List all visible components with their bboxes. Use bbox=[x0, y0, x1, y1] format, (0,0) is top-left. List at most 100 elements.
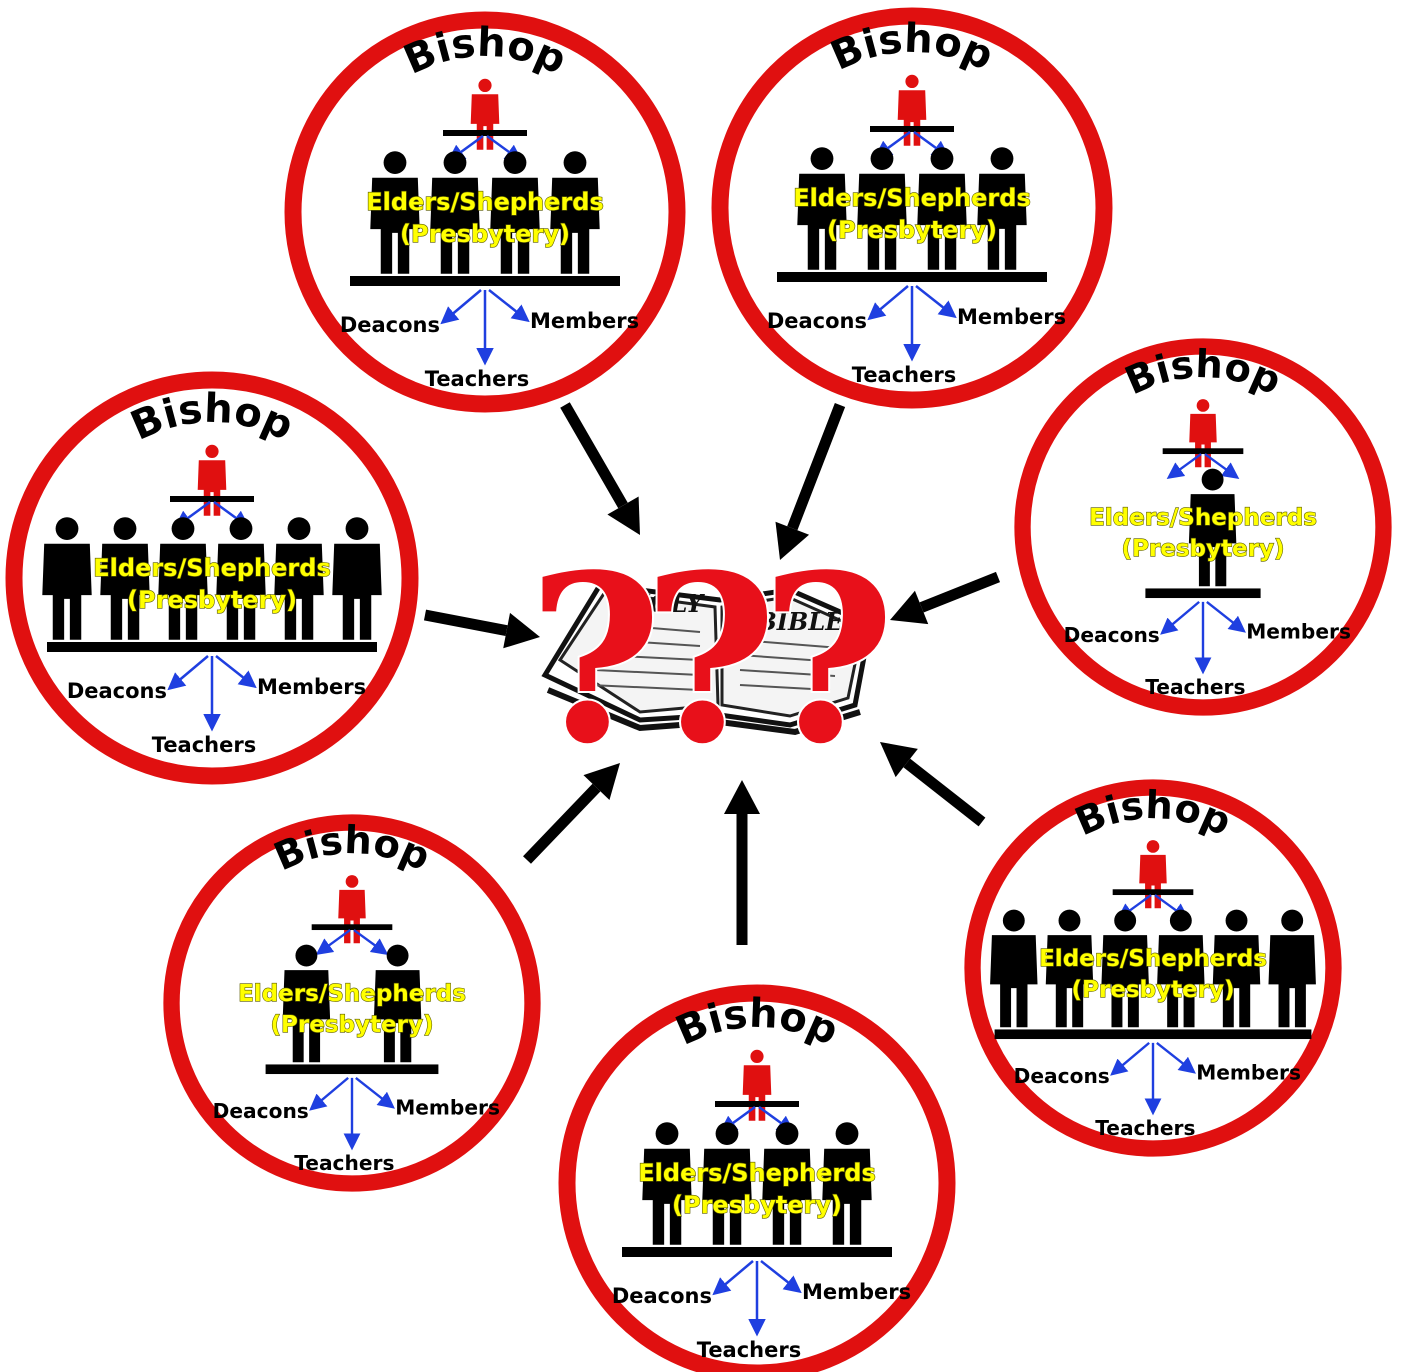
presbytery-label: (Presbytery) bbox=[827, 216, 997, 244]
elders-bar bbox=[777, 272, 1047, 282]
elder-icon bbox=[1212, 909, 1261, 1028]
elder-icon bbox=[797, 147, 847, 270]
elders-label: Elders/Shepherds bbox=[1089, 505, 1317, 531]
presbytery-label: (Presbytery) bbox=[127, 586, 297, 614]
bishop-bar bbox=[170, 496, 254, 502]
elder-icon bbox=[370, 151, 420, 274]
elders-group bbox=[282, 944, 422, 1063]
teachers-label: Teachers bbox=[1095, 1116, 1195, 1140]
deacons-label: Deacons bbox=[1064, 623, 1160, 647]
deacons-label: Deacons bbox=[1014, 1064, 1110, 1088]
elders-bar bbox=[1145, 588, 1261, 599]
elder-icon bbox=[282, 944, 331, 1063]
elder-icon bbox=[857, 147, 907, 270]
teachers-label: Teachers bbox=[1145, 675, 1245, 699]
members-label: Members bbox=[395, 1095, 500, 1119]
elder-icon bbox=[977, 147, 1027, 270]
elder-icon bbox=[274, 517, 324, 640]
bible-icon: HOLY BIBLE bbox=[541, 582, 873, 736]
question-mark: ? bbox=[528, 525, 663, 795]
elder-icon bbox=[1157, 909, 1205, 1028]
bishop-bar bbox=[870, 126, 954, 132]
elder-icon bbox=[42, 517, 92, 640]
teachers-label: Teachers bbox=[425, 367, 529, 391]
bishop-arrows bbox=[1166, 453, 1240, 480]
members-label: Members bbox=[257, 675, 366, 699]
elders-group bbox=[42, 517, 382, 640]
church-circle: BishopElders/Shepherds(Presbytery)Deacon… bbox=[5, 371, 419, 785]
elder-icon bbox=[332, 517, 382, 640]
role-arrows bbox=[167, 655, 257, 732]
bible-word-holy: HOLY bbox=[626, 589, 706, 618]
connector-arrow bbox=[423, 609, 540, 649]
connector-arrow bbox=[724, 780, 760, 945]
elders-label: Elders/Shepherds bbox=[366, 188, 603, 216]
elders-label: Elders/Shepherds bbox=[238, 981, 466, 1007]
role-arrows bbox=[712, 1260, 802, 1337]
elders-label: Elders/Shepherds bbox=[93, 554, 330, 582]
elders-bar bbox=[47, 642, 377, 652]
elder-icon bbox=[702, 1122, 752, 1245]
church-circles: BishopElders/Shepherds(Presbytery)Deacon… bbox=[5, 7, 1392, 1372]
bishop-bar bbox=[311, 924, 393, 931]
members-label: Members bbox=[530, 309, 639, 333]
connector-arrow bbox=[880, 742, 986, 827]
elders-group bbox=[1188, 468, 1237, 587]
ring bbox=[711, 7, 1113, 409]
ring bbox=[5, 371, 419, 785]
bishop-arrows bbox=[315, 929, 389, 956]
elder-icon bbox=[1268, 909, 1316, 1028]
elders-label: Elders/Shepherds bbox=[1039, 946, 1267, 972]
church-circle: BishopElders/Shepherds(Presbytery)Deacon… bbox=[284, 11, 686, 413]
members-label: Members bbox=[957, 305, 1066, 329]
members-label: Members bbox=[1196, 1060, 1301, 1084]
presbytery-label: (Presbytery) bbox=[1121, 536, 1284, 562]
presbytery-label: (Presbytery) bbox=[400, 220, 570, 248]
question-mark: ? bbox=[643, 525, 778, 795]
deacons-label: Deacons bbox=[612, 1284, 712, 1308]
connector-arrow bbox=[890, 571, 1001, 625]
elder-icon bbox=[550, 151, 600, 274]
elder-icon bbox=[917, 147, 967, 270]
elders-bar bbox=[994, 1029, 1312, 1040]
elders-bar bbox=[350, 276, 620, 286]
teachers-label: Teachers bbox=[294, 1151, 394, 1175]
presbytery-label: (Presbytery) bbox=[270, 1012, 433, 1038]
ring bbox=[558, 984, 956, 1372]
elders-group bbox=[990, 909, 1316, 1028]
bishop-bar bbox=[1112, 889, 1194, 896]
role-arrows bbox=[1160, 600, 1246, 675]
teachers-label: Teachers bbox=[852, 363, 956, 387]
elders-group bbox=[370, 151, 600, 274]
elders-bar bbox=[265, 1064, 439, 1075]
elder-icon bbox=[1188, 468, 1237, 587]
question-mark: ? bbox=[761, 525, 896, 795]
presbytery-label: (Presbytery) bbox=[1071, 977, 1234, 1003]
elder-icon bbox=[990, 909, 1038, 1028]
church-circle: BishopElders/Shepherds(Presbytery)Deacon… bbox=[711, 7, 1113, 409]
role-arrows bbox=[440, 289, 530, 366]
ring bbox=[163, 814, 541, 1192]
deacons-label: Deacons bbox=[340, 313, 440, 337]
bishop-bar bbox=[715, 1101, 799, 1107]
elder-icon bbox=[158, 517, 208, 640]
elders-group bbox=[797, 147, 1027, 270]
bishop-bar bbox=[443, 130, 527, 136]
elders-group bbox=[642, 1122, 872, 1245]
connector-arrows bbox=[423, 402, 1001, 945]
church-circle: BishopElders/Shepherds(Presbytery)Deacon… bbox=[558, 984, 956, 1372]
members-label: Members bbox=[802, 1280, 911, 1304]
elders-bar bbox=[622, 1247, 892, 1257]
elder-icon bbox=[490, 151, 540, 274]
elder-icon bbox=[762, 1122, 812, 1245]
deacons-label: Deacons bbox=[213, 1099, 309, 1123]
role-arrows bbox=[867, 285, 957, 362]
bishop-bar bbox=[1162, 448, 1244, 455]
elder-icon bbox=[1101, 909, 1149, 1028]
elder-icon bbox=[822, 1122, 872, 1245]
elder-icon bbox=[373, 944, 422, 1063]
deacons-label: Deacons bbox=[767, 309, 867, 333]
presbytery-label: (Presbytery) bbox=[672, 1191, 842, 1219]
church-circle: BishopElders/Shepherds(Presbytery)Deacon… bbox=[964, 779, 1342, 1157]
elder-icon bbox=[430, 151, 480, 274]
